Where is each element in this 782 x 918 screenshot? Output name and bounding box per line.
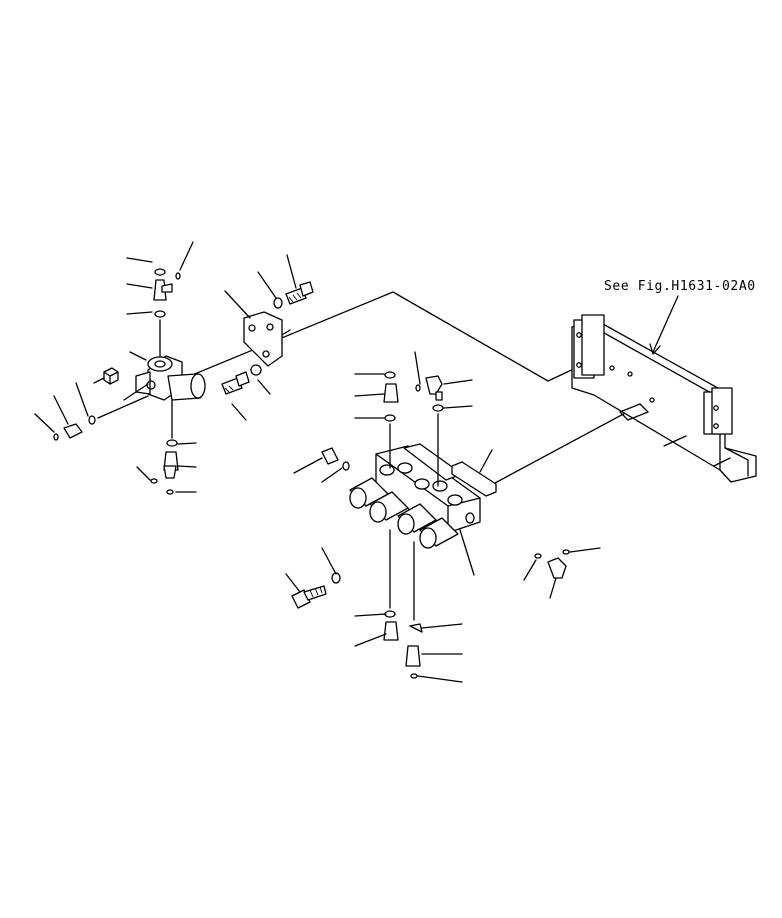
fitting-manifold-top — [383, 371, 444, 422]
assembly-centerlines — [97, 319, 439, 621]
bolt-lower — [291, 572, 341, 609]
fitting-manifold-bottom — [383, 610, 423, 679]
manifold-gasket — [451, 461, 497, 497]
plug-left — [53, 415, 96, 441]
callout-leaders — [34, 241, 601, 683]
fitting-manifold-left — [321, 447, 350, 471]
bolt-middle — [221, 364, 262, 395]
manifold-block — [349, 443, 481, 549]
fitting-elbow-right — [534, 549, 570, 579]
mounting-bracket — [571, 314, 757, 483]
reference-note: See Fig.H1631-02A0 — [604, 279, 756, 294]
fitting-left-top — [153, 268, 181, 318]
solenoid-valve-left — [103, 355, 206, 401]
fitting-left-bottom — [150, 439, 179, 495]
reference-leader — [649, 295, 679, 355]
valve-mounting-plate — [243, 311, 283, 367]
bolt-upper — [273, 281, 314, 309]
